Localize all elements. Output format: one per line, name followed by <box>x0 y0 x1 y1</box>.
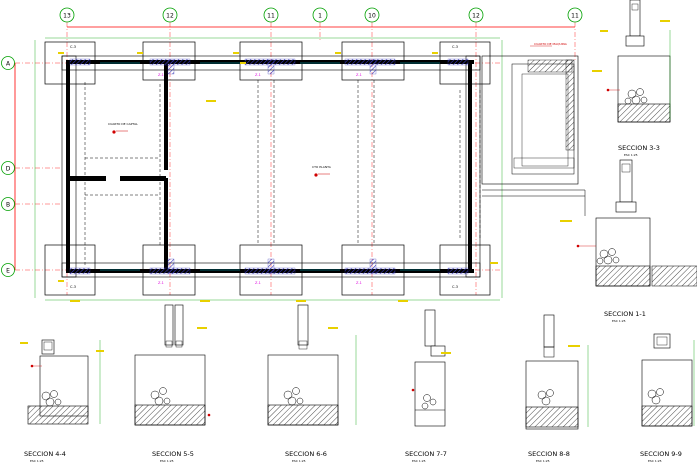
section-8-8-title: SECCION 8-8 <box>528 450 570 458</box>
footing-bl-label: C-3 <box>70 285 76 289</box>
svg-text:Z-1: Z-1 <box>356 73 362 77</box>
section-4-4-drawing <box>20 339 104 425</box>
svg-text:12: 12 <box>166 13 174 20</box>
svg-text:E: E <box>6 268 10 275</box>
section-titles: SECCION 3-3 ESC 1:25 SECCION 1-1 ESC 1:2… <box>24 144 682 463</box>
section-4-4-title: SECCION 4-4 <box>24 450 66 458</box>
footing-z4 <box>142 244 196 296</box>
section-7-7-title: SECCION 7-7 <box>405 450 447 458</box>
section-6-6-drawing <box>267 304 357 426</box>
svg-text:Z-1: Z-1 <box>158 281 164 285</box>
axis-bubble-11b: 11 <box>567 7 583 23</box>
svg-text:ESC 1:25: ESC 1:25 <box>292 459 306 463</box>
room-label-center: CTO PLANTA <box>312 165 332 169</box>
section-9-9-title: SECCION 9-9 <box>640 450 682 458</box>
svg-text:1: 1 <box>318 13 322 20</box>
footing-z2 <box>239 41 303 81</box>
section-8-8-drawing <box>525 314 589 430</box>
footing-br-label: C-3 <box>452 285 458 289</box>
footing-bottom-left <box>44 244 96 296</box>
section-5-5-title: SECCION 5-5 <box>152 450 194 458</box>
footing-tr-label: C-3 <box>452 45 458 49</box>
section-1-1-title: SECCION 1-1 <box>604 310 646 318</box>
room-label-machine: CUARTO DE MAQUINA <box>534 42 568 46</box>
section-6-6-title: SECCION 6-6 <box>285 450 327 458</box>
footing-z1 <box>142 41 196 81</box>
axis-bubble-E: E <box>1 263 15 277</box>
section-3-3-title: SECCION 3-3 <box>618 144 660 152</box>
footing-z3 <box>341 41 405 81</box>
section-3-3-scale: ESC 1:25 <box>624 153 638 157</box>
svg-text:11: 11 <box>267 13 275 20</box>
svg-text:10: 10 <box>368 13 376 20</box>
axis-bubble-12a: 12 <box>162 7 178 23</box>
room-label-left: CUARTO DE CAPTAL <box>108 122 138 126</box>
svg-text:A: A <box>6 61 11 68</box>
machine-room-annex: CUARTO DE MAQUINA <box>481 42 586 216</box>
svg-text:12: 12 <box>472 13 480 20</box>
svg-text:B: B <box>6 202 10 209</box>
axis-bubble-1: 1 <box>312 7 328 23</box>
axis-bubble-A: A <box>1 56 15 70</box>
svg-text:ESC 1:25: ESC 1:25 <box>536 459 550 463</box>
axis-bubble-B: B <box>1 197 15 211</box>
footing-tl-label: C-3 <box>70 45 76 49</box>
svg-text:ESC 1:25: ESC 1:25 <box>648 459 662 463</box>
section-1-1-scale: ESC 1:25 <box>612 319 626 323</box>
section-3-3-drawing <box>592 0 671 123</box>
footing-top-left <box>44 41 96 85</box>
axis-bubble-12b: 12 <box>468 7 484 23</box>
section-5-5-drawing <box>134 304 211 426</box>
svg-text:13: 13 <box>63 13 71 20</box>
svg-text:Z-1: Z-1 <box>356 281 362 285</box>
axis-bubble-11a: 11 <box>263 7 279 23</box>
svg-text:Z-1: Z-1 <box>255 73 261 77</box>
svg-text:11: 11 <box>571 13 579 20</box>
section-9-9-drawing <box>641 333 695 427</box>
svg-text:Z-1: Z-1 <box>255 281 261 285</box>
axis-bubble-13: 13 <box>59 7 75 23</box>
svg-text:ESC 1:25: ESC 1:25 <box>412 459 426 463</box>
svg-text:ESC 1:25: ESC 1:25 <box>160 459 174 463</box>
axis-bubble-D: D <box>1 161 15 175</box>
foundation-plan: C-3 C-3 C-3 C-3 Z-1 Z-1 Z-1 Z-1 Z-1 Z-1 … <box>34 37 503 302</box>
section-1-1-drawing <box>560 159 697 287</box>
svg-text:ESC 1:25: ESC 1:25 <box>30 459 44 463</box>
top-axis-grid: 13 12 11 1 10 12 11 <box>59 7 583 295</box>
svg-text:Z-1: Z-1 <box>158 73 164 77</box>
section-7-7-drawing <box>411 309 451 427</box>
svg-text:D: D <box>6 166 11 173</box>
axis-bubble-10: 10 <box>364 7 380 23</box>
